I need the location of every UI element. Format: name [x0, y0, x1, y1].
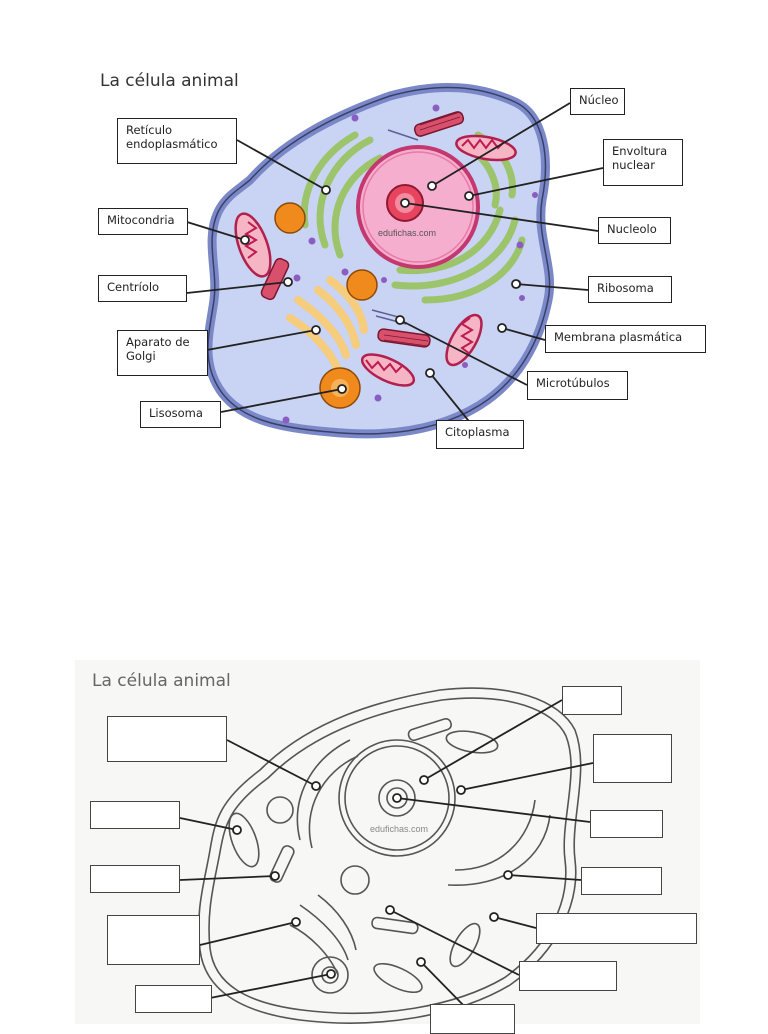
blank-box-mitocondria[interactable] [90, 801, 180, 829]
label-lisosoma: Lisosoma [140, 401, 221, 428]
watermark-top: edufichas.com [378, 228, 436, 238]
outline-cell [197, 687, 582, 1024]
blank-box-lisosoma[interactable] [135, 985, 212, 1013]
label-envoltura: Envoltura nuclear [603, 139, 683, 186]
leader-lines-bottom [179, 699, 594, 1013]
blank-box-membrana[interactable] [536, 913, 697, 944]
label-ribosoma: Ribosoma [588, 276, 672, 303]
leader-lines-top [186, 102, 604, 426]
mitochondria-shapes [234, 134, 517, 387]
label-microtubulos: Microtúbulos [527, 371, 628, 400]
blank-box-nucleolo[interactable] [590, 810, 663, 838]
blank-box-ribosoma[interactable] [581, 867, 662, 895]
labeled-diagram-title: La célula animal [100, 71, 239, 91]
label-nucleo: Núcleo [570, 88, 625, 115]
blank-box-golgi[interactable] [107, 915, 200, 965]
label-reticulo: Retículo endoplasmático [117, 118, 237, 164]
leader-dots-top [240, 181, 521, 394]
blank-box-reticulo[interactable] [107, 716, 227, 762]
blank-box-nucleo[interactable] [562, 686, 622, 715]
label-mitocondria: Mitocondria [98, 208, 188, 235]
golgi-shape [286, 276, 368, 374]
blank-diagram-title: La célula animal [92, 671, 231, 691]
blank-box-citoplasma[interactable] [430, 1004, 515, 1034]
label-membrana: Membrana plasmática [545, 325, 706, 353]
watermark-bottom: edufichas.com [370, 824, 428, 834]
leader-dots-bottom [232, 775, 513, 979]
label-centriolo: Centríolo [98, 275, 187, 302]
blank-box-centriolo[interactable] [90, 865, 180, 893]
blank-box-envoltura[interactable] [593, 734, 672, 783]
blank-box-microtubulos[interactable] [519, 961, 617, 991]
label-golgi: Aparato de Golgi [117, 330, 208, 376]
colored-cell [203, 82, 555, 439]
label-nucleolo: Nucleolo [598, 217, 671, 244]
label-citoplasma: Citoplasma [436, 420, 524, 449]
